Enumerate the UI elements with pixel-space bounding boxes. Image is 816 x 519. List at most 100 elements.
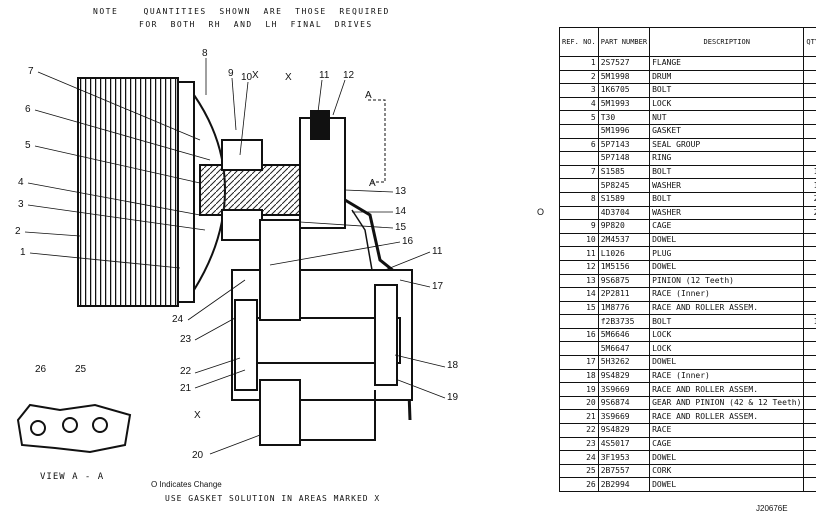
row-qty: 2 [803, 56, 816, 71]
row-ref: 26 [559, 477, 599, 492]
row-description: RACE (Inner) [649, 368, 805, 384]
row-description: BOLT [649, 314, 805, 329]
drum [77, 77, 179, 307]
row-description: CORK [649, 463, 805, 479]
row-qty: 2 [803, 259, 816, 275]
row-ref: 3 [559, 83, 599, 98]
row-description: BOLT [649, 83, 805, 98]
table-row: 25M1998DRUM2 [559, 69, 816, 85]
table-row: 165M6646LOCK4 [559, 327, 816, 343]
row-ref: 1 [559, 56, 599, 71]
row-ref: 7 [559, 164, 599, 180]
callout-11-right: 11 [432, 246, 443, 257]
final-drive-exploded-drawing [16, 58, 446, 455]
callout-1: 1 [20, 247, 26, 258]
row-part-number: 9S4829 [597, 423, 651, 438]
row-ref [559, 341, 599, 357]
row-ref [559, 314, 599, 329]
row-ref: 2 [559, 69, 599, 85]
row-part-number: T30 [597, 110, 651, 125]
row-part-number: 5H3262 [597, 355, 651, 370]
row-ref: 17 [559, 355, 599, 370]
row-part-number: 3S9669 [597, 409, 651, 425]
callout-9: 9 [228, 68, 234, 79]
row-ref: 20 [559, 395, 599, 411]
row-ref: 18 [559, 368, 599, 384]
row-part-number: 9S6874 [597, 395, 651, 411]
row-ref [559, 178, 599, 193]
table-row: 5P8245WASHER14 [559, 178, 816, 193]
parts-table: REF. NO. PART NUMBER DESCRIPTION QTY. 12… [559, 27, 816, 492]
row-description: BOLT [649, 164, 805, 180]
row-part-number: 1M5156 [597, 259, 651, 275]
row-qty: 2 [803, 450, 816, 465]
callout-2: 2 [15, 226, 21, 237]
callout-6: 6 [25, 104, 31, 115]
row-qty: 2 [803, 273, 816, 289]
row-description: DOWEL [649, 232, 805, 248]
row-description: LOCK [649, 327, 805, 343]
callout-24: 24 [172, 314, 184, 325]
row-ref [559, 205, 599, 221]
row-ref: 25 [559, 463, 599, 479]
row-description: DOWEL [649, 259, 805, 275]
row-part-number: L1026 [597, 246, 651, 261]
flange [177, 81, 195, 303]
header-qty: QTY. [803, 27, 816, 57]
callout-11-top: 11 [319, 70, 330, 81]
row-ref: 13 [559, 273, 599, 289]
row-part-number: 5M6646 [597, 327, 651, 343]
callout-12: 12 [343, 70, 355, 81]
row-part-number: 5P7148 [597, 151, 651, 166]
row-qty: 16 [803, 314, 816, 329]
row-part-number: 2P2811 [597, 287, 651, 302]
table-row: 4D3704WASHER24 [559, 205, 816, 221]
row-description: PLUG [649, 246, 805, 261]
row-qty: 2 [803, 232, 816, 248]
table-row: 11L1026PLUG4 [559, 246, 816, 261]
drawing-number: J20676E [756, 504, 788, 513]
table-row: 262B2994DOWEL6 [559, 477, 816, 492]
row-part-number: 4S5017 [597, 436, 651, 452]
table-row: 5M1996GASKET2 [559, 123, 816, 139]
row-qty: 4 [803, 327, 816, 343]
row-description: LOCK [649, 341, 805, 357]
row-ref: 8 [559, 191, 599, 207]
row-part-number: 5M1996 [597, 123, 651, 139]
row-qty: 24 [803, 191, 816, 207]
row-part-number: 2B7557 [597, 463, 651, 479]
row-ref: 16 [559, 327, 599, 343]
callout-3: 3 [18, 199, 24, 210]
row-part-number: S1585 [597, 164, 651, 180]
row-qty: 2 [803, 83, 816, 98]
row-qty: 2 [803, 151, 816, 166]
row-qty: 2 [803, 300, 816, 316]
row-ref: 14 [559, 287, 599, 302]
view-label: VIEW A - A [40, 472, 105, 482]
row-qty: 6 [803, 463, 816, 479]
header-description: DESCRIPTION [649, 27, 805, 57]
table-row: 102M4537DOWEL2 [559, 232, 816, 248]
row-description: GEAR AND PINION (42 & 12 Teeth) [649, 395, 805, 411]
row-ref: 11 [559, 246, 599, 261]
row-description: LOCK [649, 96, 805, 112]
row-qty: 14 [803, 178, 816, 193]
note-line-1: NOTE QUANTITIES SHOWN ARE THOSE REQUIRED [93, 7, 390, 16]
table-row: 5T30NUT2 [559, 110, 816, 125]
callout-5: 5 [25, 140, 31, 151]
callout-section-a-top: A [365, 90, 372, 101]
row-part-number: 5P7143 [597, 137, 651, 153]
row-description: BOLT [649, 191, 805, 207]
row-ref: 6 [559, 137, 599, 153]
row-qty: 4 [803, 246, 816, 261]
row-description: DOWEL [649, 355, 805, 370]
row-ref [559, 123, 599, 139]
row-qty: 2 [803, 395, 816, 411]
row-description: RACE [649, 423, 805, 438]
